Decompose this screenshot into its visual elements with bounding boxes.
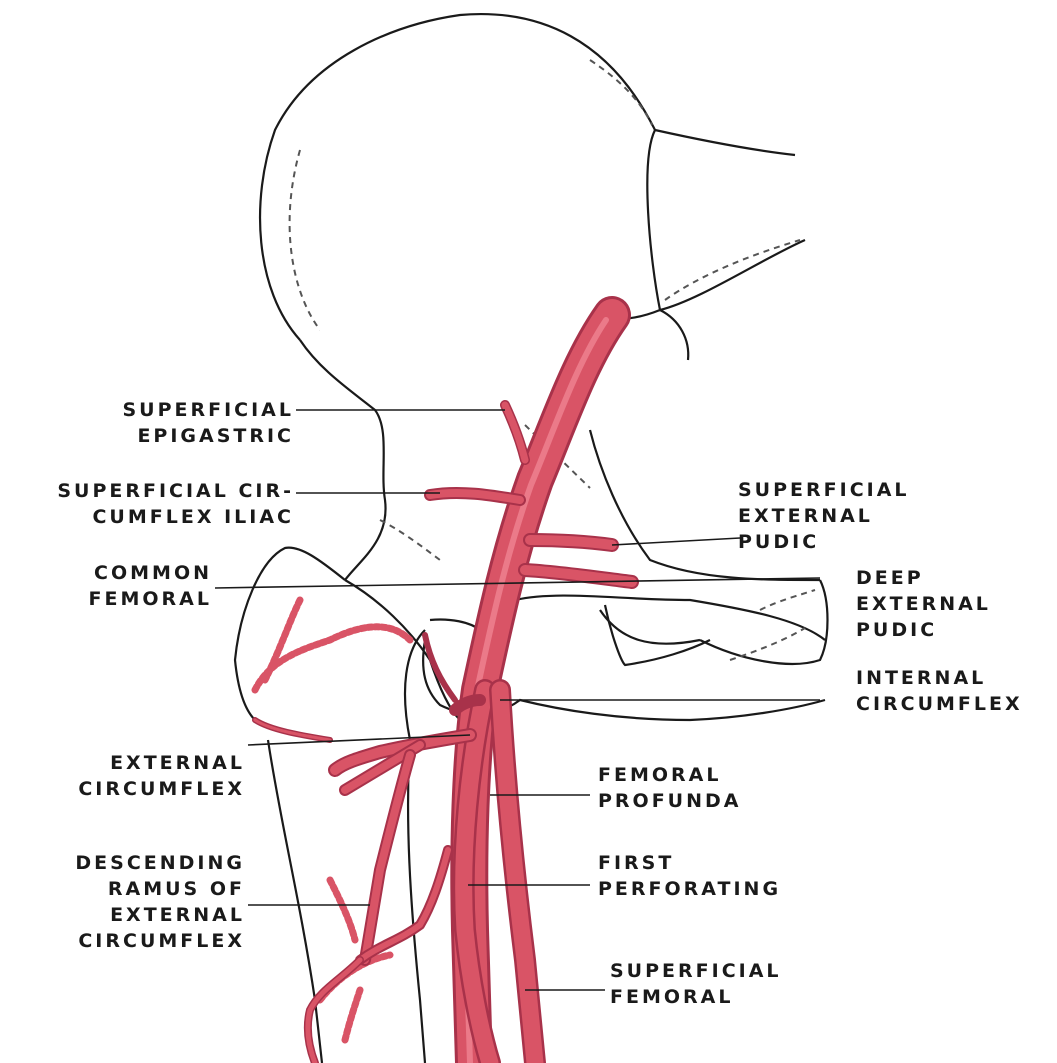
label-first-perforating: FIRST PERFORATING [598, 850, 781, 902]
label-internal-circumflex: INTERNAL CIRCUMFLEX [856, 665, 1023, 717]
label-superficial-circumflex-iliac: SUPERFICIAL CIR- CUMFLEX ILIAC [57, 478, 294, 530]
label-superficial-external-pudic: SUPERFICIAL EXTERNAL PUDIC [738, 477, 910, 555]
label-descending-ramus: DESCENDING RAMUS OF EXTERNAL CIRCUMFLEX [75, 850, 245, 954]
femoral-artery [464, 315, 612, 1063]
label-superficial-epigastric: SUPERFICIAL EPIGASTRIC [122, 397, 294, 449]
arterial-branches [255, 405, 632, 1063]
label-superficial-femoral: SUPERFICIAL FEMORAL [610, 958, 782, 1010]
label-femoral-profunda: FEMORAL PROFUNDA [598, 762, 742, 814]
label-external-circumflex: EXTERNAL CIRCUMFLEX [78, 750, 245, 802]
label-deep-external-pudic: DEEP EXTERNAL PUDIC [856, 565, 991, 643]
label-common-femoral: COMMON FEMORAL [89, 560, 212, 612]
